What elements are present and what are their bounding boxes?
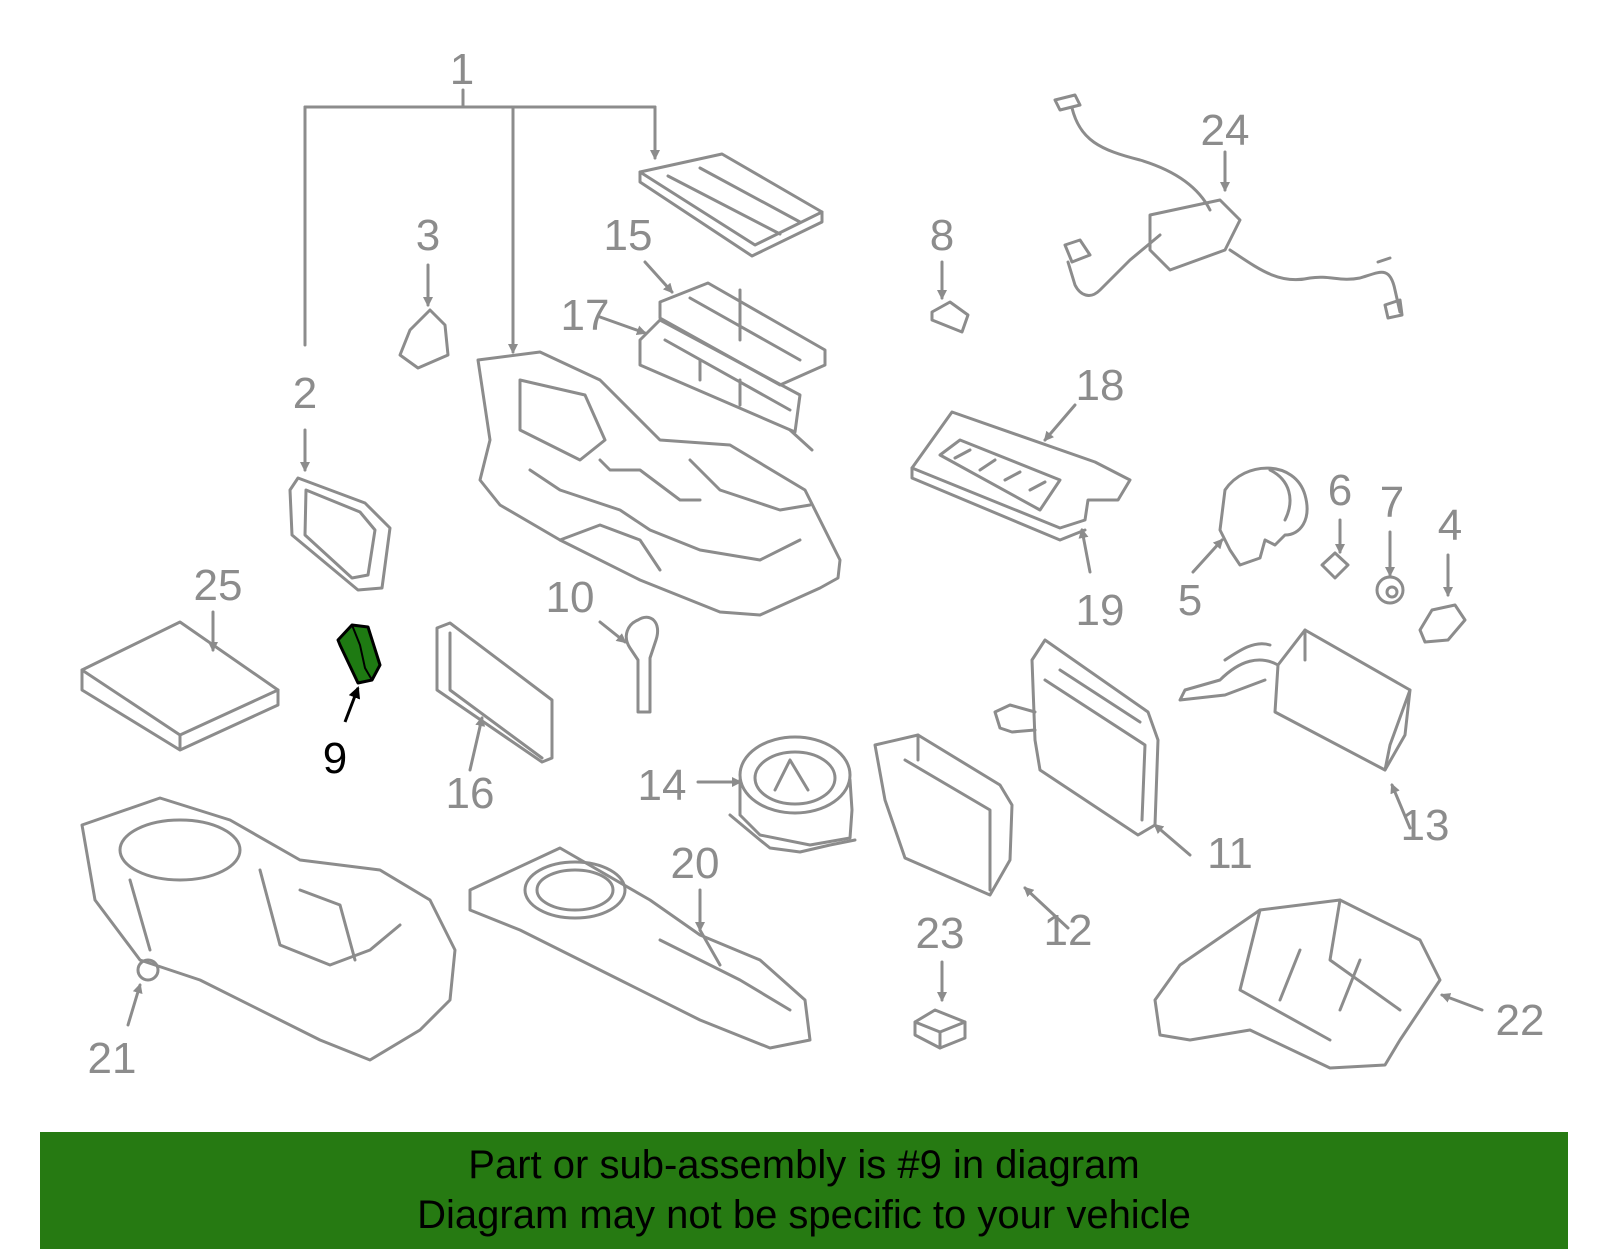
part-18-duct bbox=[910, 403, 1132, 542]
label-19: 19 bbox=[1076, 586, 1125, 635]
banner-line-2: Diagram may not be specific to your vehi… bbox=[417, 1193, 1191, 1237]
label-18: 18 bbox=[1076, 361, 1125, 410]
label-23: 23 bbox=[916, 909, 965, 958]
banner-line-1: Part or sub-assembly is #9 in diagram bbox=[468, 1143, 1140, 1187]
label-1: 1 bbox=[450, 45, 474, 94]
label-8: 8 bbox=[930, 211, 954, 260]
part-22-cover bbox=[1153, 898, 1484, 1070]
part-23-switch bbox=[913, 960, 967, 1050]
part-24-harness bbox=[1053, 93, 1404, 320]
part-17-door bbox=[598, 315, 814, 452]
label-12: 12 bbox=[1044, 906, 1093, 955]
part-7-grommet bbox=[1375, 530, 1405, 605]
label-25: 25 bbox=[194, 561, 243, 610]
part-10-arm bbox=[598, 615, 659, 714]
label-5: 5 bbox=[1178, 576, 1202, 625]
part-21-blower-housing bbox=[80, 796, 457, 1062]
label-3: 3 bbox=[416, 211, 440, 260]
part-25-filter bbox=[80, 610, 280, 752]
label-13: 13 bbox=[1401, 801, 1450, 850]
part-6-sensor bbox=[1320, 518, 1350, 580]
label-15: 15 bbox=[604, 211, 653, 260]
assembly-bracket-1 bbox=[303, 88, 660, 354]
label-6: 6 bbox=[1328, 466, 1352, 515]
part-5-actuator bbox=[1191, 466, 1309, 574]
main-housing bbox=[476, 350, 842, 617]
part-12-housing bbox=[873, 733, 1070, 930]
parts-diagram: 1 2 3 4 5 6 7 8 10 11 12 13 14 15 16 17 … bbox=[80, 45, 1545, 1083]
label-2: 2 bbox=[293, 369, 317, 418]
part-13-heater-core bbox=[1178, 628, 1412, 830]
label-21: 21 bbox=[88, 1034, 137, 1083]
label-4: 4 bbox=[1438, 501, 1462, 550]
part-9-highlighted[interactable] bbox=[336, 623, 382, 723]
label-24: 24 bbox=[1201, 106, 1250, 155]
part-2-gasket bbox=[288, 428, 392, 592]
part-3-bracket bbox=[398, 263, 450, 370]
label-22: 22 bbox=[1496, 996, 1545, 1045]
part-15-door bbox=[643, 260, 827, 387]
label-7: 7 bbox=[1380, 478, 1404, 527]
label-11: 11 bbox=[1207, 829, 1253, 878]
part-20-lower-case bbox=[468, 846, 812, 1050]
info-banner: Part or sub-assembly is #9 in diagram Di… bbox=[40, 1132, 1568, 1249]
part-16-seal bbox=[435, 621, 554, 772]
part-8-clip bbox=[930, 260, 970, 334]
part-4-clip bbox=[1418, 553, 1467, 644]
label-14: 14 bbox=[638, 761, 687, 810]
label-16: 16 bbox=[446, 769, 495, 818]
part-19-pointer bbox=[1078, 528, 1092, 574]
part-11-evaporator bbox=[993, 638, 1192, 857]
label-10: 10 bbox=[546, 573, 595, 622]
part-14-blower bbox=[696, 735, 857, 854]
top-filter-tray bbox=[638, 152, 824, 258]
label-20: 20 bbox=[671, 839, 720, 888]
label-9: 9 bbox=[323, 734, 347, 783]
label-17: 17 bbox=[561, 291, 610, 340]
